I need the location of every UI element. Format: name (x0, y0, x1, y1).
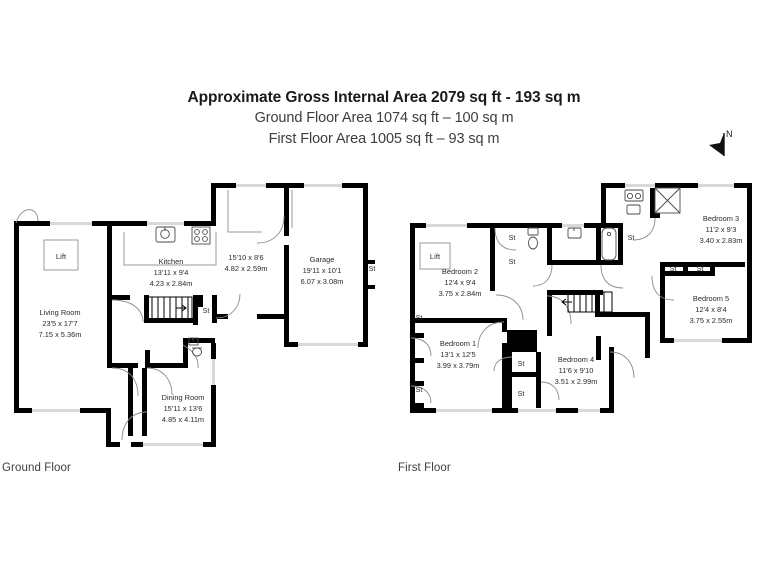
storage-label-first-7: St (670, 264, 677, 273)
room-label-bedroom-5: Bedroom 5 (693, 294, 729, 303)
room-dim-bedroom-2-imperial: 12'4 x 9'4 (444, 278, 475, 287)
room-dim-bedroom-2-metric: 3.75 x 2.84m (439, 289, 482, 298)
ground-floor-caption: Ground Floor (2, 462, 71, 474)
first-lift-label: Lift (430, 252, 441, 261)
first-floor-caption: First Floor (398, 462, 451, 474)
ground-floor-area-text: Ground Floor Area 1074 sq ft – 100 sq m (254, 110, 514, 126)
heading-block: Approximate Gross Internal Area 2079 sq … (0, 88, 768, 150)
storage-label-first-3: St (416, 313, 423, 322)
wc-fixtures (188, 337, 202, 357)
room-dim-dining-room-metric: 4.85 x 4.11m (162, 415, 204, 424)
room-dim-living-room-metric: 7.15 x 5.36m (39, 330, 82, 339)
room-dim-bedroom-1-metric: 3.99 x 3.79m (437, 361, 480, 370)
room-dim-garage-metric: 6.07 x 3.08m (301, 277, 344, 286)
first-floor-walls (410, 183, 752, 413)
bathtub-icon (601, 227, 617, 261)
duct-block (507, 330, 537, 352)
room-label-dining-room: Dining Room (162, 393, 205, 402)
first-floor-labels: Bedroom 2 12'4 x 9'4 3.75 x 2.84m Bedroo… (416, 214, 743, 398)
room-dim-living-room-imperial: 23'5 x 17'7 (42, 319, 77, 328)
room-label-bedroom-2: Bedroom 2 (442, 267, 478, 276)
room-dim-kitchen-metric: 4.23 x 2.84m (150, 279, 193, 288)
first-floor-fixtures: Lift (419, 187, 681, 313)
first-lift-box (419, 242, 451, 270)
ensuite-fixtures (624, 189, 644, 215)
room-label-kitchen: Kitchen (159, 257, 184, 266)
storage-label-first-9: St (628, 233, 635, 242)
ground-floor-staircase (145, 296, 193, 320)
north-arrow-icon: N (709, 129, 733, 156)
room-dim-dining-room-imperial: 15'11 x 13'6 (164, 404, 203, 413)
storage-label-first-6: St (518, 389, 525, 398)
first-floor-area-text: First Floor Area 1005 sq ft – 93 sq m (268, 131, 500, 147)
room-label-living-room: Living Room (39, 308, 80, 317)
kitchen-hob-icon (191, 226, 211, 245)
ground-floor-fixtures: Lift (43, 190, 293, 357)
room-dim-hall-imperial: 15'10 x 8'6 (228, 253, 263, 262)
first-floor-door-swings (410, 217, 675, 404)
room-dim-bedroom-4-imperial: 11'6 x 9'10 (559, 366, 594, 375)
ground-floor-labels: Living Room 23'5 x 17'7 7.15 x 5.36m Kit… (39, 253, 376, 424)
room-label-bedroom-1: Bedroom 1 (440, 339, 476, 348)
storage-label-ground-1: St (203, 306, 210, 315)
storage-label-first-1: St (509, 233, 516, 242)
room-dim-bedroom-4-metric: 3.51 x 2.99m (555, 377, 598, 386)
ground-lift-box (43, 239, 79, 271)
room-dim-bedroom-5-imperial: 12'4 x 8'4 (695, 305, 726, 314)
room-dim-bedroom-3-metric: 3.40 x 2.83m (700, 236, 743, 245)
kitchen-sink-icon (155, 226, 176, 243)
ground-lift-label: Lift (56, 252, 67, 261)
storage-label-first-8: St (697, 264, 704, 273)
shower-icon (654, 187, 681, 214)
room-dim-bedroom-1-imperial: 13'1 x 12'5 (440, 350, 475, 359)
compass-north-label: N (726, 129, 733, 139)
room-label-bedroom-4: Bedroom 4 (558, 355, 594, 364)
storage-label-ground-2: St (369, 264, 376, 273)
storage-label-first-2: St (509, 257, 516, 266)
room-dim-kitchen-imperial: 13'11 x 9'4 (154, 268, 189, 277)
wc-toilet-icon (527, 227, 539, 250)
first-floor-staircase (561, 291, 613, 313)
page-title: Approximate Gross Internal Area 2079 sq … (187, 89, 581, 106)
storage-label-first-4: St (416, 385, 423, 394)
room-label-bedroom-3: Bedroom 3 (703, 214, 739, 223)
ground-floor-walls (14, 183, 375, 447)
room-dim-hall-metric: 4.82 x 2.59m (225, 264, 268, 273)
room-dim-bedroom-3-imperial: 11'2 x 9'3 (706, 225, 737, 234)
room-dim-garage-imperial: 19'11 x 10'1 (303, 266, 342, 275)
room-dim-bedroom-5-metric: 3.75 x 2.55m (690, 316, 733, 325)
storage-label-first-5: St (518, 359, 525, 368)
basin-icon (567, 227, 582, 239)
room-label-garage: Garage (310, 255, 335, 264)
